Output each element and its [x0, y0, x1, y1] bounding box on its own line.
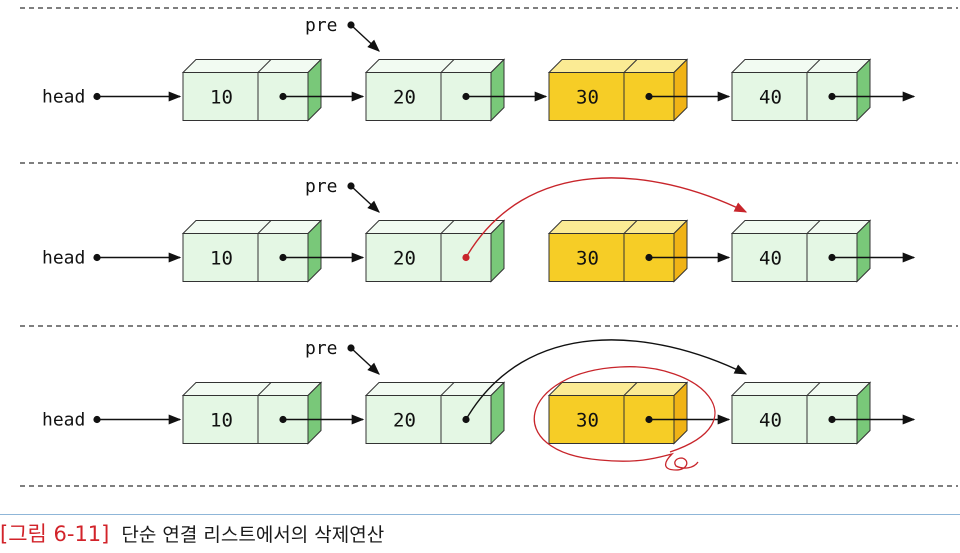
node-data-field	[182, 72, 259, 121]
node-30: 30	[547, 58, 689, 122]
node-10: 10	[181, 58, 323, 122]
node-value: 30	[576, 87, 599, 109]
pre-label: pre	[305, 15, 338, 36]
node-data-field	[365, 72, 442, 121]
node-data-field	[548, 395, 625, 444]
node-value: 30	[576, 248, 599, 270]
node-top-divider	[623, 382, 638, 396]
node-top-divider	[440, 382, 455, 396]
node-top-divider	[806, 59, 821, 73]
node-40: 40	[730, 58, 872, 122]
node-20: 20	[364, 381, 506, 445]
node-data-field	[731, 233, 808, 282]
figure-label: [그림 6-11]	[0, 522, 110, 546]
node-value: 20	[393, 410, 416, 432]
node-data-field	[182, 395, 259, 444]
node-top-face	[730, 59, 872, 73]
pre-label: pre	[305, 176, 338, 197]
node-top-face	[730, 382, 872, 396]
node-top-divider	[623, 59, 638, 73]
node-value: 40	[759, 87, 782, 109]
node-value: 10	[210, 248, 233, 270]
pre-label: pre	[305, 338, 338, 359]
node-top-face	[547, 59, 689, 73]
node-top-divider	[806, 220, 821, 234]
node-value: 30	[576, 410, 599, 432]
node-data-field	[365, 395, 442, 444]
node-value: 40	[759, 248, 782, 270]
node-value: 10	[210, 87, 233, 109]
pre-arrow	[350, 24, 380, 52]
node-top-divider	[257, 382, 272, 396]
node-data-field	[731, 395, 808, 444]
node-top-face	[181, 59, 323, 73]
node-value: 20	[393, 87, 416, 109]
node-top-face	[364, 59, 506, 73]
figure-title: 단순 연결 리스트에서의 삭제연산	[121, 523, 385, 546]
node-40: 40	[730, 219, 872, 283]
node-top-face	[181, 382, 323, 396]
caption-divider	[0, 514, 960, 515]
node-top-face	[547, 220, 689, 234]
panel-2: head pre 10 20 30 40	[42, 176, 916, 283]
node-30: 30	[547, 381, 689, 445]
node-40: 40	[730, 381, 872, 445]
node-10: 10	[181, 219, 323, 283]
deleted-node-circle-mark	[533, 366, 716, 471]
panel-3: head pre 10 20 30 40	[42, 338, 916, 471]
head-label: head	[42, 87, 85, 108]
relink-curve-arrow	[465, 339, 748, 420]
node-data-field	[182, 233, 259, 282]
node-data-field	[731, 72, 808, 121]
node-top-divider	[440, 220, 455, 234]
figure-caption: [그림 6-11] 단순 연결 리스트에서의 삭제연산	[0, 518, 960, 548]
pre-arrow	[350, 185, 380, 213]
node-top-divider	[257, 220, 272, 234]
node-data-field	[365, 233, 442, 282]
panel-1: head pre 10 20 30 40	[42, 15, 916, 122]
node-top-divider	[806, 382, 821, 396]
head-label: head	[42, 410, 85, 431]
node-top-face	[364, 220, 506, 234]
node-20: 20	[364, 219, 506, 283]
node-top-divider	[440, 59, 455, 73]
node-top-face	[547, 382, 689, 396]
node-value: 40	[759, 410, 782, 432]
node-value: 20	[393, 248, 416, 270]
node-20: 20	[364, 58, 506, 122]
head-label: head	[42, 248, 85, 269]
node-top-face	[730, 220, 872, 234]
pre-arrow	[350, 347, 380, 375]
relink-curve-arrow	[465, 177, 748, 258]
node-top-divider	[257, 59, 272, 73]
node-top-face	[364, 382, 506, 396]
node-30: 30	[547, 219, 689, 283]
node-top-divider	[623, 220, 638, 234]
node-10: 10	[181, 381, 323, 445]
node-top-face	[181, 220, 323, 234]
node-value: 10	[210, 410, 233, 432]
